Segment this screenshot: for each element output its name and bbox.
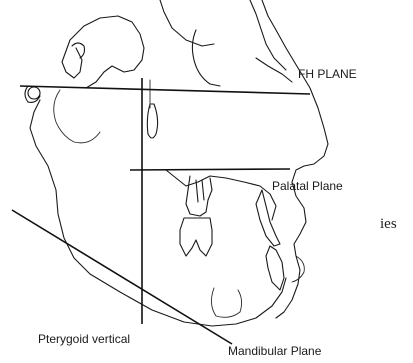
palatal-plane-line bbox=[130, 169, 290, 170]
soft-tissue-profile bbox=[262, 0, 328, 318]
porion-marker bbox=[28, 87, 40, 99]
symphysis-inner bbox=[211, 288, 241, 317]
mandible-outline bbox=[90, 274, 286, 326]
orbit-outline bbox=[192, 30, 220, 86]
plane-labels: FH PLANE Palatal Plane ies Pterygoid ver… bbox=[38, 67, 397, 358]
lower-lip-outline bbox=[292, 256, 304, 282]
upper-incisor bbox=[256, 190, 280, 246]
lower-molar bbox=[180, 218, 212, 256]
anatomy-outlines bbox=[25, 0, 328, 326]
frontal-outline bbox=[160, 0, 214, 46]
ptm-fissure bbox=[147, 104, 157, 138]
ramus-outline bbox=[30, 100, 90, 274]
lower-incisor bbox=[266, 246, 284, 290]
nasal-ala-outline bbox=[256, 58, 292, 82]
cranial-base-outline bbox=[62, 16, 144, 88]
fh-plane-label: FH PLANE bbox=[298, 67, 357, 81]
nasal-bone-outline bbox=[250, 0, 286, 70]
mandibular-plane-line bbox=[12, 210, 232, 344]
sella-outline bbox=[72, 43, 85, 58]
mandibular-plane-label: Mandibular Plane bbox=[228, 344, 322, 358]
occipital-outline bbox=[54, 90, 100, 143]
fh-plane-line bbox=[20, 86, 310, 94]
palatal-plane-label: Palatal Plane bbox=[272, 179, 343, 193]
reference-planes bbox=[12, 78, 310, 344]
stray-text-fragment: ies bbox=[380, 216, 397, 232]
pterygoid-vertical-label: Pterygoid vertical bbox=[38, 332, 130, 346]
